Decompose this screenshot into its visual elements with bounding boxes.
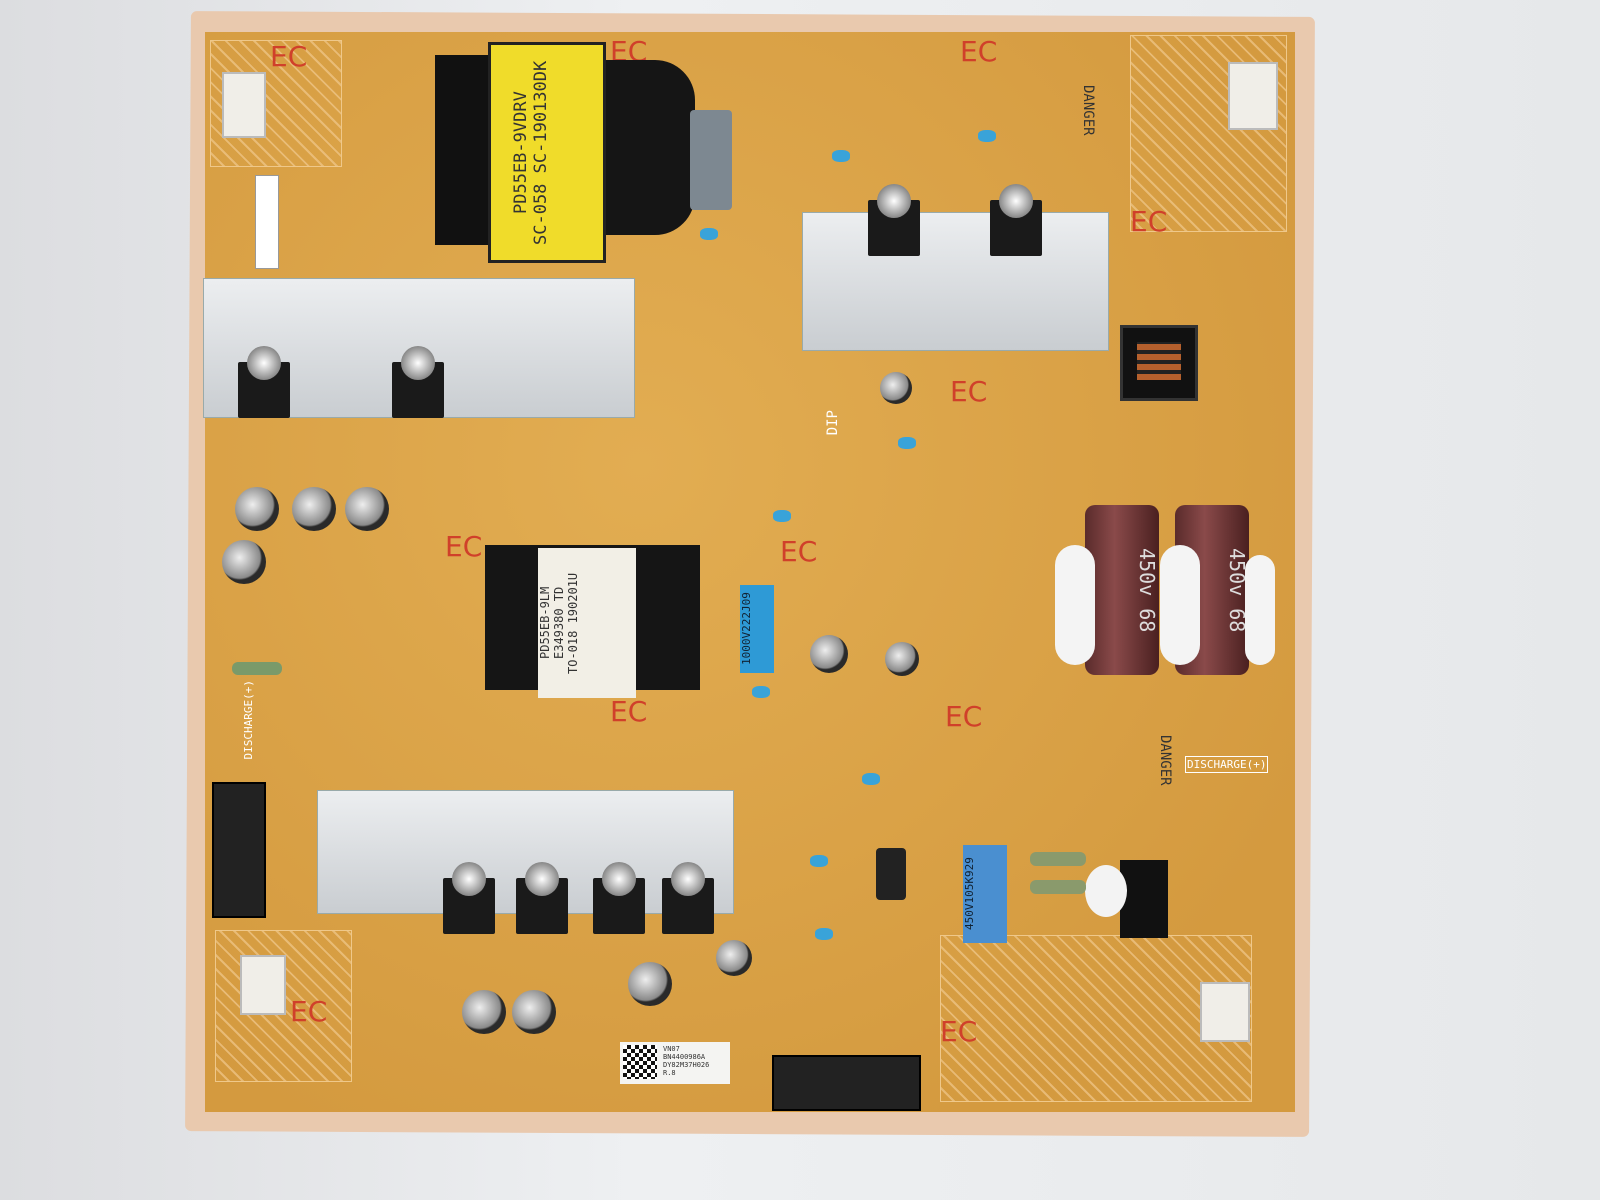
film-capacitor: 450V105K929 — [963, 845, 1007, 943]
mosfet — [662, 862, 714, 934]
transformer-bobbin — [435, 55, 495, 245]
ec-mark: EC — [780, 535, 818, 568]
ec-mark: EC — [960, 35, 998, 68]
mosfet — [990, 184, 1042, 256]
label-line: BN4400986A — [663, 1053, 706, 1061]
ceramic-capacitor — [978, 130, 996, 142]
electrolytic-capacitor — [292, 487, 336, 531]
glue — [1160, 545, 1200, 665]
transformer-label: PD55EB-9VDRV — [511, 91, 531, 214]
transformer-label: PD55EB-9LM — [538, 586, 552, 660]
y-capacitor — [690, 110, 732, 210]
electrolytic-capacitor — [235, 487, 279, 531]
aux-transformer: PD55EB-9LM E349380 TD TO-018 190201U — [538, 548, 636, 698]
output-connector — [772, 1055, 921, 1111]
electrolytic-capacitor — [880, 372, 912, 404]
resistor — [1030, 852, 1086, 866]
ec-mark: EC — [445, 530, 483, 563]
ceramic-capacitor — [700, 228, 718, 240]
resistor — [1030, 880, 1086, 894]
bridge-rectifier — [1120, 860, 1168, 938]
common-mode-choke — [1120, 325, 1198, 401]
ec-mark: EC — [945, 700, 983, 733]
bulk-capacitor: 450v 68 — [1085, 505, 1159, 675]
ceramic-capacitor — [862, 773, 880, 785]
electrolytic-capacitor — [628, 962, 672, 1006]
ceramic-capacitor — [810, 855, 828, 867]
transformer-core — [600, 60, 695, 235]
mosfet — [868, 184, 920, 256]
mount-clip — [222, 72, 266, 138]
output-connector — [212, 782, 266, 918]
ec-mark: EC — [610, 695, 648, 728]
mount-clip — [240, 955, 286, 1015]
ceramic-capacitor — [898, 437, 916, 449]
mosfet — [593, 862, 645, 934]
label-line: DY82M37H026 — [663, 1061, 710, 1069]
ec-mark: EC — [290, 995, 328, 1028]
discharge-label: DISCHARGE(+) — [242, 680, 255, 760]
ceramic-capacitor — [752, 686, 770, 698]
mount-clip — [1200, 982, 1250, 1042]
transformer-label: E349380 TD — [552, 586, 566, 660]
electrolytic-capacitor — [222, 540, 266, 584]
mosfet — [443, 862, 495, 934]
ec-mark: EC — [1130, 205, 1168, 238]
electrolytic-capacitor — [810, 635, 848, 673]
transformer-label: SC-058 SC-190130DK — [531, 60, 551, 245]
glue — [1085, 865, 1127, 917]
ec-mark: EC — [950, 375, 988, 408]
label-line: VN07 — [663, 1045, 680, 1053]
electrolytic-capacitor — [462, 990, 506, 1034]
mosfet — [392, 346, 444, 418]
main-transformer: PD55EB-9VDRV SC-058 SC-190130DK — [488, 42, 606, 263]
resistor — [232, 662, 282, 675]
ceramic-capacitor — [815, 928, 833, 940]
electrolytic-capacitor — [512, 990, 556, 1034]
ec-mark: EC — [940, 1015, 978, 1048]
dip-label: DIP — [825, 410, 841, 436]
transformer-label: TO-018 190201U — [566, 572, 580, 674]
discharge-label: DISCHARGE(+) — [1185, 756, 1269, 773]
danger-label: DANGER — [1080, 85, 1096, 136]
ceramic-capacitor — [832, 150, 850, 162]
ec-mark: EC — [270, 40, 308, 73]
electrolytic-capacitor — [345, 487, 389, 531]
mosfet — [238, 346, 290, 418]
qr-code — [623, 1045, 657, 1079]
ceramic-capacitor — [773, 510, 791, 522]
product-label: VN07 BN4400986A DY82M37H026 R.8 — [620, 1042, 730, 1084]
inductor — [876, 848, 906, 900]
glue — [1245, 555, 1275, 665]
barcode-sticker — [255, 175, 279, 269]
glue — [1055, 545, 1095, 665]
label-line: R.8 — [663, 1069, 676, 1077]
heatsink — [802, 212, 1109, 351]
mosfet — [516, 862, 568, 934]
danger-label: DANGER — [1157, 735, 1173, 786]
electrolytic-capacitor — [716, 940, 752, 976]
mount-clip — [1228, 62, 1278, 130]
film-capacitor: 1000V222J09 — [740, 585, 774, 673]
electrolytic-capacitor — [885, 642, 919, 676]
